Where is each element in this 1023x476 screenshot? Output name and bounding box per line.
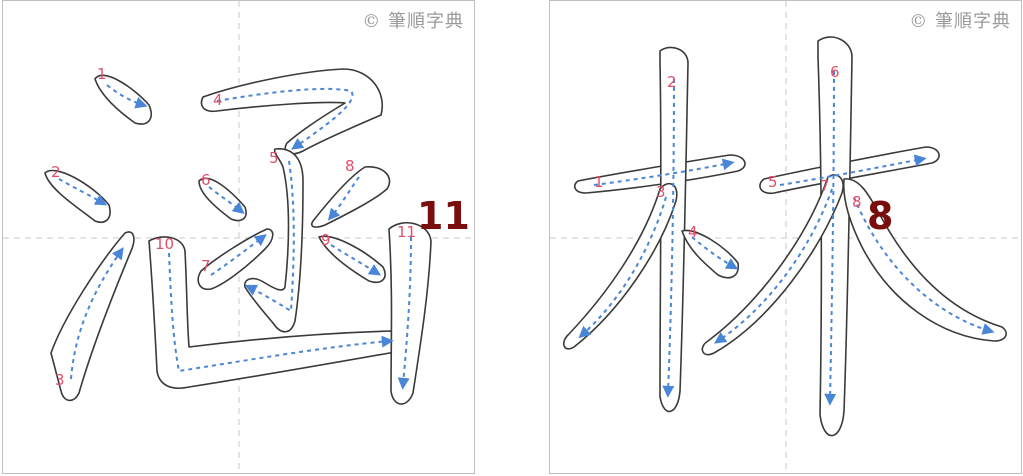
stroke-diagram-lin: 1 2 3 4 5 6 7 8 [550, 1, 1021, 473]
copyright-label: © 筆順字典 [909, 11, 1011, 32]
stroke-direction-arrows [578, 70, 995, 406]
stroke-number-11: 11 [397, 223, 416, 241]
stroke-outlines [44, 68, 432, 405]
stroke-number-5: 5 [768, 173, 778, 191]
stroke-number-2: 2 [667, 73, 677, 91]
stroke-number-1: 1 [97, 65, 107, 83]
stroke-direction-arrows [58, 84, 412, 390]
stroke-number-4: 4 [688, 223, 698, 241]
stroke-numbers: 1 2 3 4 5 6 7 8 9 10 11 [51, 65, 416, 389]
stroke-number-8: 8 [852, 193, 862, 211]
stroke-number-5: 5 [269, 149, 279, 167]
stroke-number-2: 2 [51, 163, 61, 181]
stroke-diagram-han: 1 2 3 4 5 6 7 8 9 10 11 [3, 1, 474, 473]
stroke-number-8: 8 [345, 157, 355, 175]
stroke-numbers: 1 2 3 4 5 6 7 8 [594, 63, 862, 241]
stroke-order-panel-lin: 1 2 3 4 5 6 7 8 © 筆順字典 8 [549, 0, 1022, 474]
stroke-count: 11 [417, 194, 470, 238]
stroke-number-10: 10 [155, 235, 174, 253]
stroke-outlines [562, 36, 1007, 437]
stroke-number-7: 7 [201, 257, 211, 275]
stroke-number-9: 9 [321, 231, 331, 249]
stroke-number-3: 3 [656, 183, 666, 201]
stroke-number-4: 4 [213, 91, 223, 109]
copyright-label: © 筆順字典 [362, 11, 464, 32]
stroke-number-3: 3 [55, 371, 65, 389]
stroke-number-6: 6 [201, 171, 211, 189]
stroke-count: 8 [867, 194, 894, 238]
stroke-number-1: 1 [594, 173, 604, 191]
stroke-number-7: 7 [820, 177, 830, 195]
stroke-order-panel-han: 1 2 3 4 5 6 7 8 9 10 11 © 筆順字典 11 [2, 0, 475, 474]
stroke-number-6: 6 [830, 63, 840, 81]
